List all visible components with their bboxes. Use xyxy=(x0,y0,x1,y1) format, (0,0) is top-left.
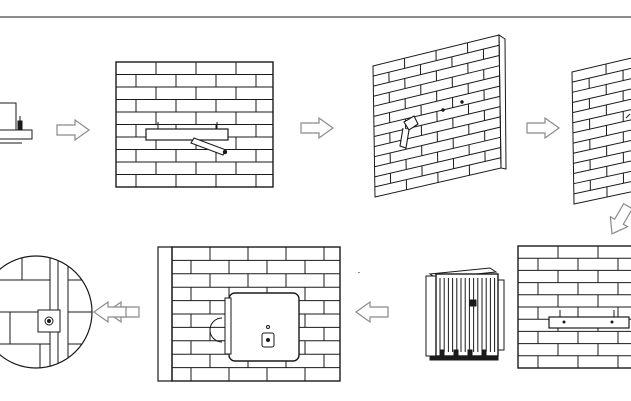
step-6-inverter-unit xyxy=(358,267,505,361)
inverter-on-wall xyxy=(228,292,300,362)
flow-arrow-5-icon xyxy=(354,300,389,324)
zoom-circle xyxy=(0,255,93,369)
mounting-bracket xyxy=(145,128,229,141)
flow-arrows xyxy=(56,116,631,324)
step-8-screw-detail xyxy=(0,255,93,369)
flow-arrow-3-icon xyxy=(526,116,561,140)
flow-arrow-2-icon xyxy=(300,116,335,140)
flow-arrow-4-icon xyxy=(609,202,631,235)
step-1-bracket-on-shelf xyxy=(0,102,33,144)
mounting-bracket-fixed xyxy=(548,316,630,329)
step-3-drill-holes xyxy=(372,34,507,198)
flow-arrow-7-icon xyxy=(92,300,127,324)
marker-pen-icon xyxy=(190,137,227,156)
flow-arrow-1-icon xyxy=(56,118,91,142)
step-4-insert-anchors xyxy=(571,57,631,205)
step-7-hang-inverter xyxy=(157,246,341,382)
step-5-fix-bracket xyxy=(517,245,631,369)
drill-icon xyxy=(399,115,419,149)
step-2-mark-holes xyxy=(115,61,274,188)
